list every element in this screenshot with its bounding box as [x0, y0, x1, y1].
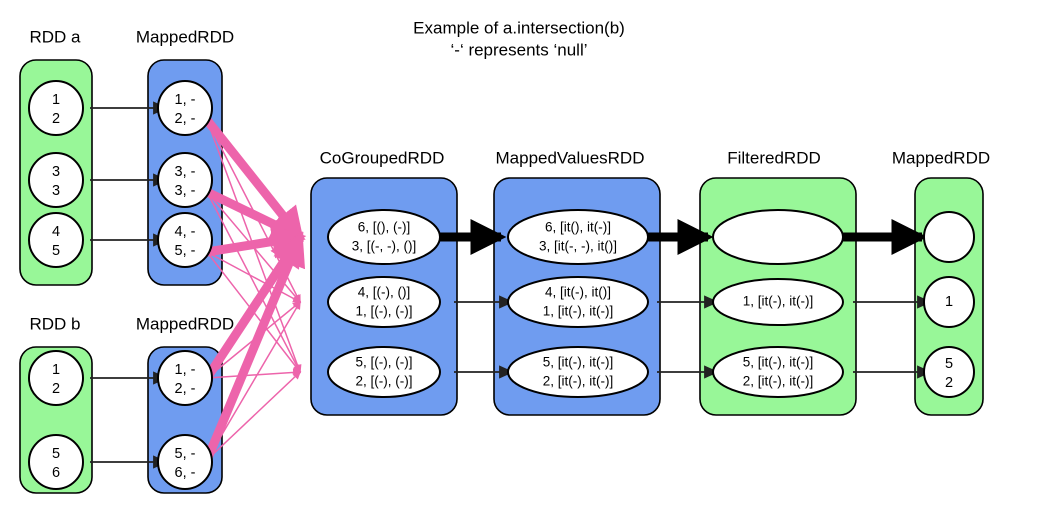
- node-rdd-a-1[interactable]: 3 3: [28, 152, 84, 208]
- node-mapped-rdd-out-2[interactable]: 5 2: [923, 346, 975, 398]
- node-filtered-rdd-1[interactable]: 1, [it(-), it(-)]: [712, 278, 844, 326]
- node-line: 2, [it(-), it(-)]: [543, 374, 614, 389]
- node-line: 3: [52, 183, 60, 199]
- node-line: 5: [52, 446, 60, 462]
- flow-arrows-thin: [90, 101, 932, 469]
- node-line: 1: [52, 362, 60, 378]
- node-line: 2, -: [175, 381, 196, 397]
- node-line: 6: [52, 465, 60, 481]
- node-line: 4, [it(-), it()]: [545, 285, 611, 300]
- node-mapped-values-rdd-1[interactable]: 4, [it(-), it()] 1, [it(-), it(-)]: [507, 276, 649, 328]
- node-group-cogrouped-rdd: 6, [(), (-)] 3, [(-, -), ()] 4, [(-), ()…: [327, 209, 441, 398]
- node-line: 5, -: [175, 243, 196, 259]
- node-line: 3: [52, 164, 60, 180]
- node-line: 4, [(-), ()]: [358, 285, 411, 300]
- node-rdd-b-1[interactable]: 5 6: [28, 434, 84, 490]
- node-line: 2: [945, 375, 953, 391]
- node-cogrouped-rdd-2[interactable]: 5, [(-), (-)] 2, [(-), (-)]: [327, 346, 441, 398]
- node-mapped-rdd-a-2[interactable]: 4, - 5, -: [157, 212, 213, 268]
- node-line: 3, -: [175, 183, 196, 199]
- node-mapped-rdd-a-0[interactable]: 1, - 2, -: [157, 80, 213, 136]
- stage-label-filtered-rdd: FilteredRDD: [727, 148, 821, 167]
- node-line: 3, [(-, -), ()]: [352, 239, 417, 254]
- node-group-filtered-rdd: 1, [it(-), it(-)] 5, [it(-), it(-)] 2, […: [712, 209, 844, 398]
- node-line: 2: [52, 381, 60, 397]
- node-line: 5, [it(-), it(-)]: [743, 355, 814, 370]
- node-rdd-b-0[interactable]: 1 2: [28, 350, 84, 406]
- node-group-mapped-rdd-a: 1, - 2, - 3, - 3, - 4, - 5, -: [157, 80, 213, 268]
- node-line: 1, [(-), (-)]: [356, 304, 413, 319]
- stage-label-cogrouped-rdd: CoGroupedRDD: [320, 148, 445, 167]
- diagram-title: Example of a.intersection(b) ‘-‘ represe…: [413, 18, 625, 59]
- node-group-mapped-values-rdd: 6, [it(), it(-)] 3, [it(-, -), it()] 4, …: [507, 209, 649, 398]
- node-line: 2: [52, 111, 60, 127]
- node-line: 4, -: [175, 224, 196, 240]
- node-line: 5, -: [175, 446, 196, 462]
- node-line: 5: [945, 356, 953, 372]
- node-line: 6, [(), (-)]: [358, 220, 411, 235]
- stage-label-rdd-a: RDD a: [29, 27, 81, 46]
- node-rdd-a-0[interactable]: 1 2: [28, 80, 84, 136]
- node-line: 1, -: [175, 92, 196, 108]
- title-line-1: Example of a.intersection(b): [413, 18, 625, 37]
- node-filtered-rdd-2[interactable]: 5, [it(-), it(-)] 2, [it(-), it(-)]: [712, 346, 844, 398]
- shuffle-edges-thick: [202, 117, 307, 462]
- stage-label-mapped-rdd-a: MappedRDD: [136, 27, 234, 46]
- node-line: 2, [(-), (-)]: [356, 374, 413, 389]
- stage-label-rdd-b: RDD b: [29, 314, 80, 333]
- node-line: 1: [52, 92, 60, 108]
- node-cogrouped-rdd-0[interactable]: 6, [(), (-)] 3, [(-, -), ()]: [327, 209, 441, 265]
- node-rdd-a-2[interactable]: 4 5: [28, 212, 84, 268]
- node-mapped-values-rdd-0[interactable]: 6, [it(), it(-)] 3, [it(-, -), it()]: [507, 209, 649, 265]
- node-cogrouped-rdd-1[interactable]: 4, [(-), ()] 1, [(-), (-)]: [327, 276, 441, 328]
- node-group-rdd-b: 1 2 5 6: [28, 350, 84, 490]
- node-line: 5: [52, 243, 60, 259]
- node-mapped-values-rdd-2[interactable]: 5, [it(-), it(-)] 2, [it(-), it(-)]: [507, 346, 649, 398]
- node-mapped-rdd-out-0[interactable]: [923, 211, 975, 263]
- node-mapped-rdd-out-1[interactable]: 1: [923, 276, 975, 328]
- node-line: 5, [it(-), it(-)]: [543, 355, 614, 370]
- node-line: 3, [it(-, -), it()]: [539, 239, 617, 254]
- node-line: 2, -: [175, 111, 196, 127]
- node-group-mapped-rdd-out: 1 5 2: [923, 211, 975, 398]
- node-filtered-rdd-0[interactable]: [712, 209, 844, 265]
- stage-label-mapped-rdd-out: MappedRDD: [892, 148, 990, 167]
- node-line: 1: [945, 294, 953, 310]
- title-line-2: ‘-‘ represents ‘null’: [451, 40, 588, 59]
- node-mapped-rdd-a-1[interactable]: 3, - 3, -: [157, 152, 213, 208]
- node-line: 3, -: [175, 164, 196, 180]
- node-group-mapped-rdd-b: 1, - 2, - 5, - 6, -: [157, 350, 213, 490]
- node-mapped-rdd-b-0[interactable]: 1, - 2, -: [157, 350, 213, 406]
- node-line: 1, [it(-), it(-)]: [543, 304, 614, 319]
- node-line: 1, [it(-), it(-)]: [743, 294, 814, 309]
- node-line: 1, -: [175, 362, 196, 378]
- node-group-rdd-a: 1 2 3 3 4 5: [28, 80, 84, 268]
- node-line: 6, -: [175, 465, 196, 481]
- stage-label-mapped-rdd-b: MappedRDD: [136, 314, 234, 333]
- node-line: 4: [52, 224, 60, 240]
- node-mapped-rdd-b-1[interactable]: 5, - 6, -: [157, 434, 213, 490]
- node-line: 5, [(-), (-)]: [356, 355, 413, 370]
- node-line: 2, [it(-), it(-)]: [743, 374, 814, 389]
- node-line: 6, [it(), it(-)]: [545, 220, 611, 235]
- stage-label-mapped-values-rdd: MappedValuesRDD: [496, 148, 645, 167]
